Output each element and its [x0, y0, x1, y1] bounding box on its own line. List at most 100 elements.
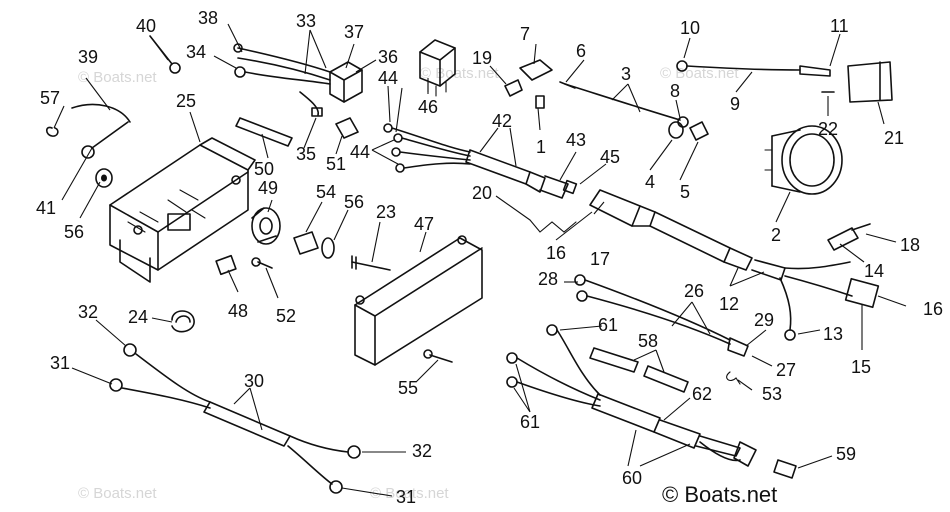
callout-3: 3 — [621, 64, 631, 84]
callout-36: 36 — [378, 47, 398, 67]
callout-61: 61 — [520, 412, 540, 432]
callout-28: 28 — [538, 269, 558, 289]
callout-57: 57 — [40, 88, 60, 108]
part-24-clamp — [171, 310, 195, 333]
callout-40: 40 — [136, 16, 156, 36]
part-1-screw — [535, 95, 545, 109]
callout-32: 32 — [78, 302, 98, 322]
callout-16: 16 — [546, 243, 566, 263]
part-26-lead — [574, 274, 749, 357]
part-5-cap — [689, 121, 709, 141]
callout-29: 29 — [754, 310, 774, 330]
callout-56: 56 — [64, 222, 84, 242]
callouts: 1 2 3 4 5 6 7 8 9 10 11 12 13 14 15 16 1… — [36, 8, 943, 507]
callout-53: 53 — [762, 384, 782, 404]
callout-17: 17 — [590, 249, 610, 269]
part-56-washer — [321, 237, 335, 259]
callout-60: 60 — [622, 468, 642, 488]
callout-31: 31 — [50, 353, 70, 373]
part-23-screw — [351, 261, 391, 271]
callout-18: 18 — [900, 235, 920, 255]
callout-22: 22 — [818, 119, 838, 139]
callout-13: 13 — [823, 324, 843, 344]
part-58-sleeve — [589, 347, 639, 373]
callout-2: 2 — [771, 225, 781, 245]
callout-24: 24 — [128, 307, 148, 327]
part-54-bushing — [293, 231, 319, 255]
part-33-harness — [233, 43, 331, 117]
leader-lines — [53, 23, 907, 497]
callout-31: 31 — [396, 487, 416, 507]
part-49-grommet — [251, 207, 281, 245]
callout-62: 62 — [692, 384, 712, 404]
part-51-sleeve — [335, 117, 359, 139]
callout-35: 35 — [296, 144, 316, 164]
callout-14: 14 — [864, 261, 884, 281]
callout-45: 45 — [600, 147, 620, 167]
callout-4: 4 — [645, 172, 655, 192]
callout-43: 43 — [566, 130, 586, 150]
callout-41: 41 — [36, 198, 56, 218]
callout-42: 42 — [492, 111, 512, 131]
callout-5: 5 — [680, 182, 690, 202]
part-7-bracket — [519, 59, 553, 81]
callout-33: 33 — [296, 11, 316, 31]
callout-1: 1 — [536, 137, 546, 157]
watermark: © Boats.net — [78, 485, 157, 502]
callout-52: 52 — [276, 306, 296, 326]
callout-9: 9 — [730, 94, 740, 114]
callout-23: 23 — [376, 202, 396, 222]
part-57-clip — [45, 126, 59, 137]
callout-8: 8 — [670, 81, 680, 101]
callout-20: 20 — [472, 183, 492, 203]
callout-27: 27 — [776, 360, 796, 380]
callout-26: 26 — [684, 281, 704, 301]
watermark: © Boats.net — [78, 69, 157, 86]
part-59-plug — [773, 459, 797, 479]
callout-44: 44 — [350, 142, 370, 162]
callout-54: 54 — [316, 182, 336, 202]
callout-37: 37 — [344, 22, 364, 42]
part-4-nut — [668, 121, 684, 139]
callout-15: 15 — [851, 357, 871, 377]
part-25-electrical-box — [109, 137, 256, 283]
callout-56: 56 — [344, 192, 364, 212]
part-21-boot — [847, 61, 893, 103]
part-19-clip — [504, 79, 523, 97]
part-2-tachometer — [764, 125, 843, 195]
part-48-bracket — [215, 254, 237, 276]
callout-61: 61 — [598, 315, 618, 335]
callout-49: 49 — [258, 178, 278, 198]
callout-59: 59 — [836, 444, 856, 464]
callout-50: 50 — [254, 159, 274, 179]
part-58-sleeve — [643, 365, 689, 393]
callout-34: 34 — [186, 42, 206, 62]
callout-11: 11 — [830, 16, 849, 36]
callout-46: 46 — [418, 97, 438, 117]
watermark: © Boats.net — [660, 65, 739, 82]
part-14-fuse-holder — [827, 223, 871, 251]
callout-19: 19 — [472, 48, 492, 68]
part-9-lead — [676, 60, 831, 77]
callout-7: 7 — [520, 24, 530, 44]
part-55-screw — [429, 354, 453, 363]
callout-48: 48 — [228, 301, 248, 321]
part-47-cover — [354, 235, 483, 366]
callout-25: 25 — [176, 91, 196, 111]
callout-21: 21 — [884, 128, 904, 148]
callout-39: 39 — [78, 47, 98, 67]
part-56-washer — [95, 168, 113, 188]
callout-6: 6 — [576, 41, 586, 61]
callout-58: 58 — [638, 331, 658, 351]
part-17-harness — [589, 189, 853, 341]
part-30-cable — [109, 343, 361, 494]
callout-10: 10 — [680, 18, 700, 38]
part-60-harness — [506, 324, 757, 467]
callout-16: 16 — [923, 299, 943, 319]
copyright-notice: © Boats.net — [662, 482, 777, 507]
watermark: © Boats.net — [370, 485, 449, 502]
callout-32: 32 — [412, 441, 432, 461]
part-20-clip — [529, 219, 577, 233]
part-53-clip — [726, 371, 741, 385]
part-50-sleeve — [235, 117, 293, 147]
